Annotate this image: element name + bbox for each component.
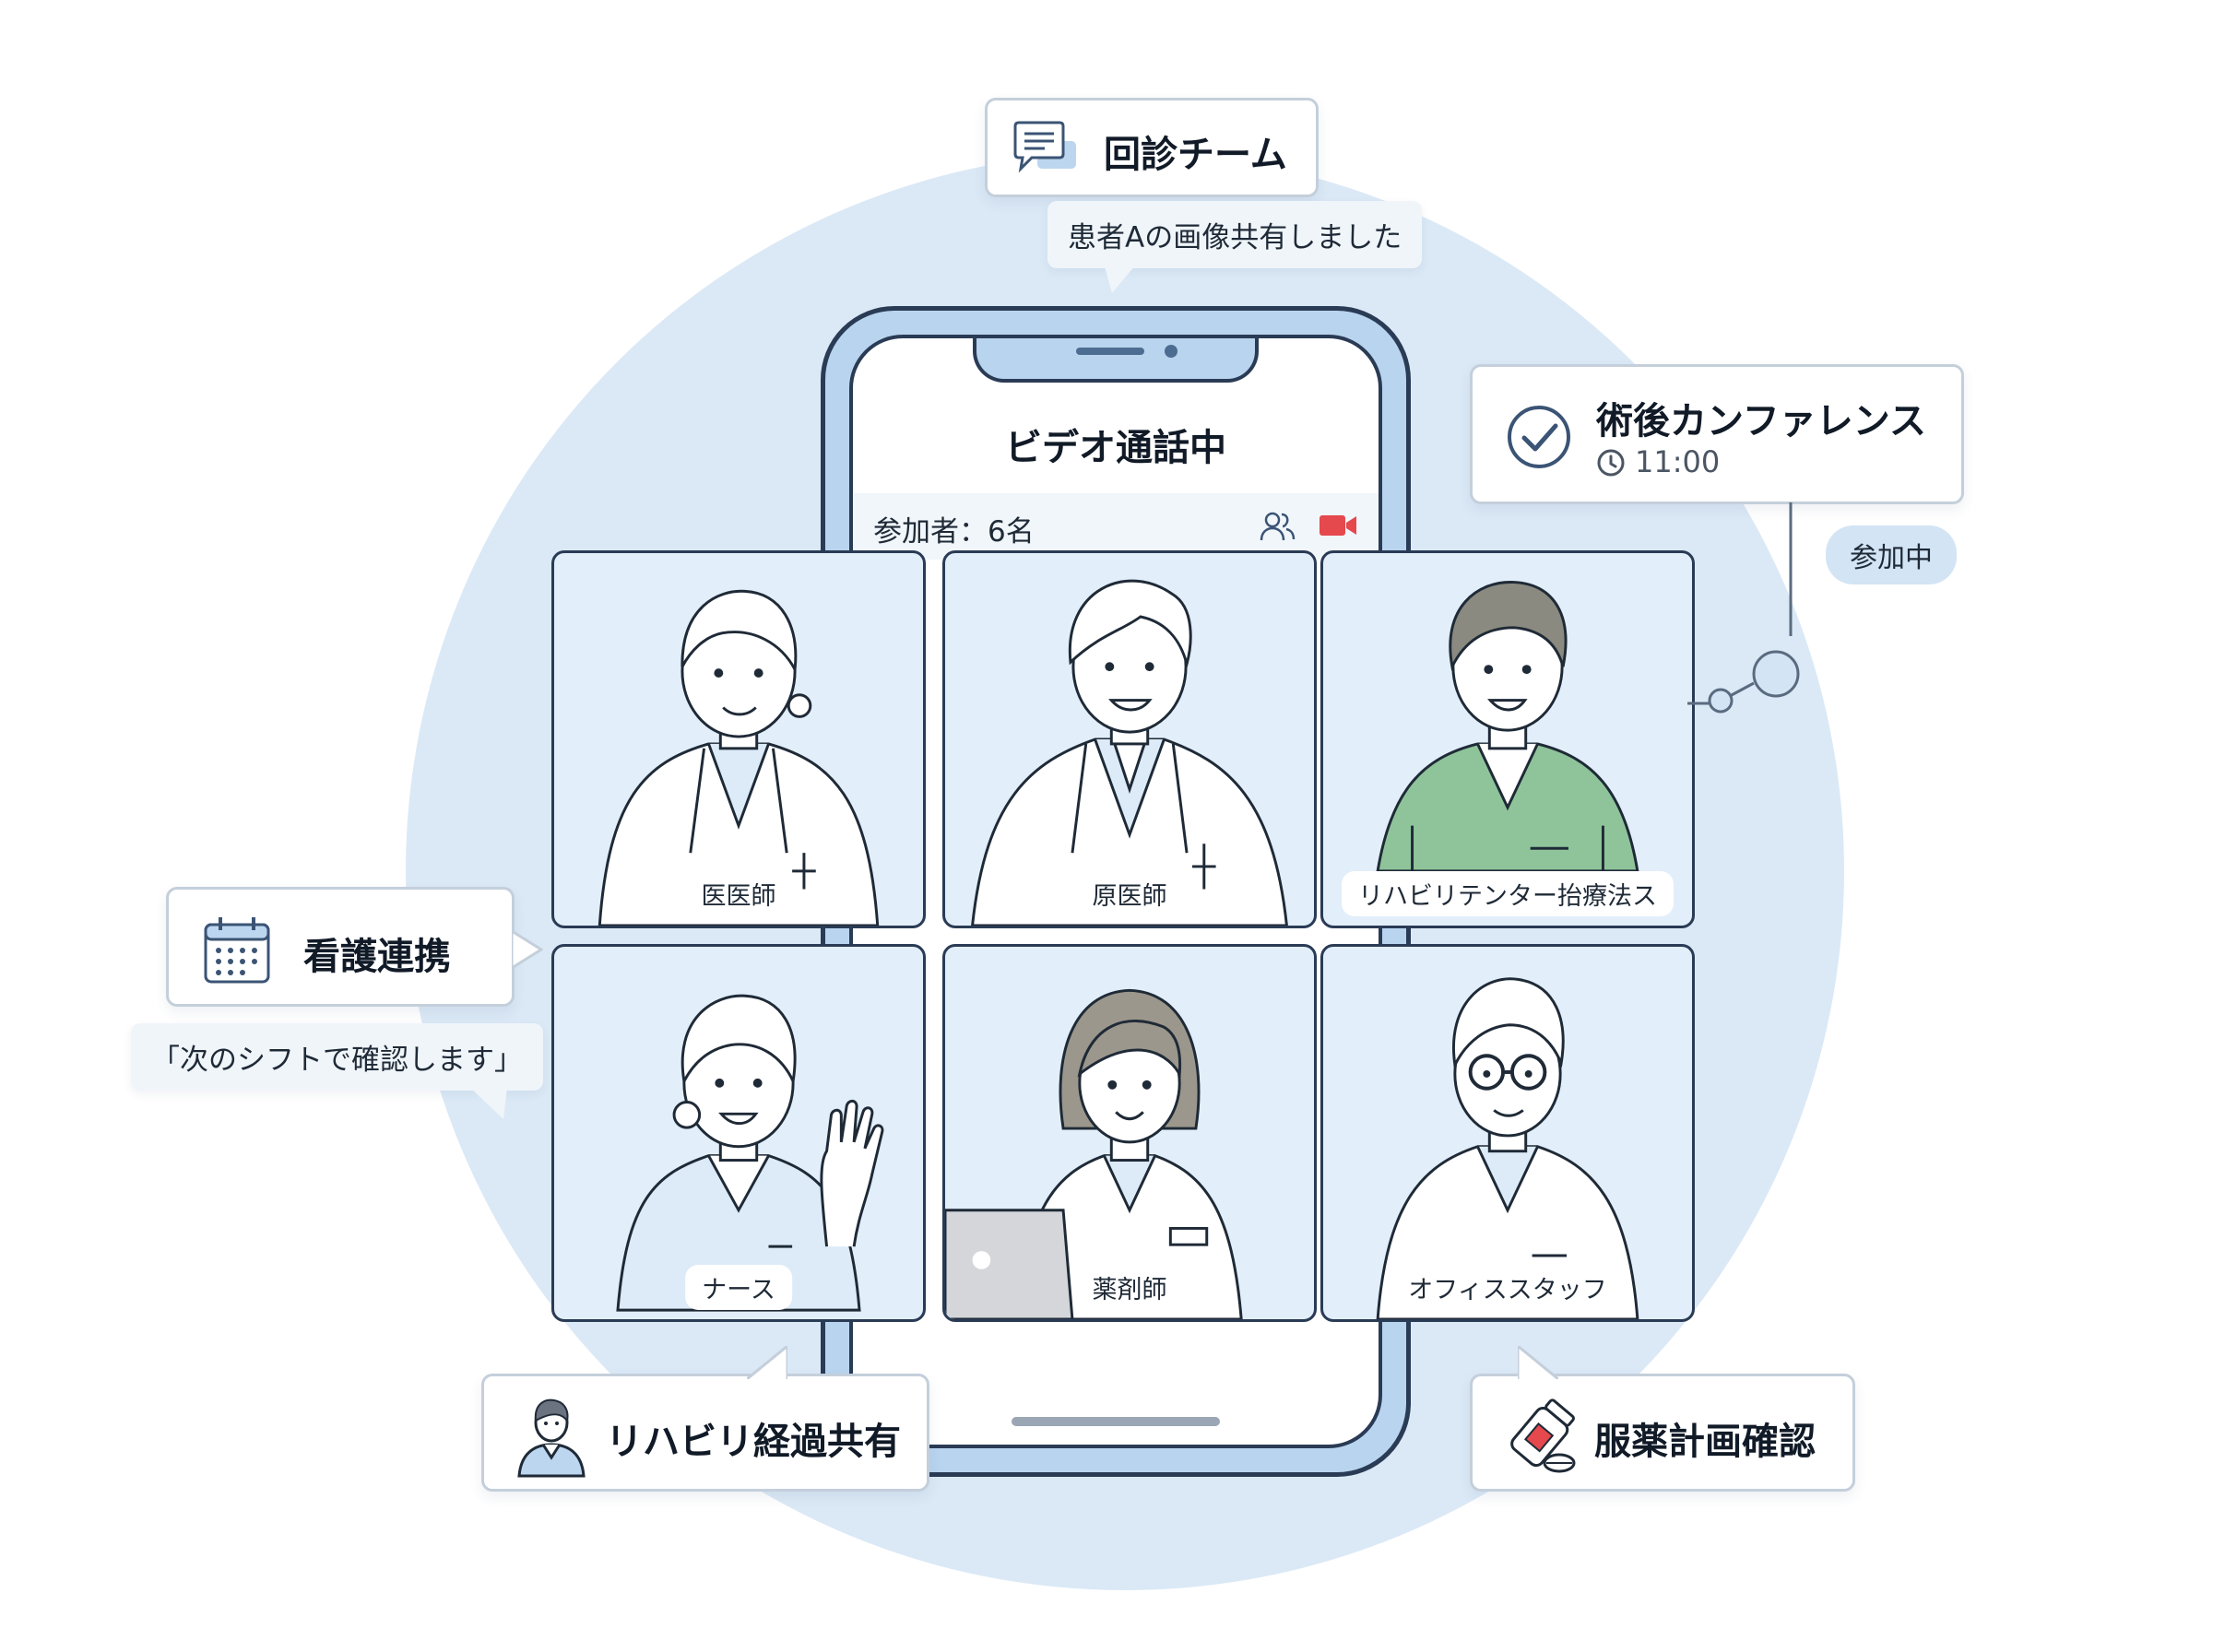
medication-title: 服薬計画確認 — [1594, 1421, 1816, 1463]
speaker-grille — [1076, 348, 1144, 355]
front-camera — [1165, 345, 1178, 358]
conference-status-pill: 参加中 — [1826, 525, 1957, 584]
calendar-icon — [204, 917, 270, 984]
call-status-title: ビデオ通話中 — [1005, 427, 1226, 469]
video-tile-nurse[interactable]: ナース — [551, 944, 926, 1322]
rounds-team-title: 回診チーム — [1104, 134, 1287, 176]
home-indicator — [1012, 1417, 1220, 1426]
doctor-avatar — [971, 579, 1288, 926]
participants-icon[interactable] — [1259, 510, 1296, 543]
participants-count: 参加者：6名 — [873, 515, 1035, 549]
participant-name: 原医師 — [1075, 871, 1184, 916]
callout-pointer — [512, 931, 543, 968]
conference-card[interactable]: 術後カンファレンス 11:00 — [1470, 364, 1964, 504]
clock-icon — [1597, 449, 1625, 477]
participants-bar: 参加者：6名 — [853, 493, 1379, 560]
participant-name: 薬剤師 — [1075, 1265, 1184, 1310]
conference-time: 11:00 — [1635, 444, 1721, 479]
rounds-team-message: 患者Aの画像共有しました — [1047, 201, 1423, 268]
bubble-tail — [470, 1088, 507, 1119]
participant-name: ナース — [685, 1265, 792, 1310]
video-tile-therapist[interactable]: リハビリテンター抬療法ス — [1320, 550, 1695, 928]
chat-icon — [1013, 121, 1076, 173]
doctor-avatar — [598, 589, 880, 926]
bubble-tail — [1103, 260, 1140, 293]
rehab-card[interactable]: リハビリ経過共有 — [481, 1374, 929, 1492]
video-tile-pharmacist[interactable]: 薬剤師 — [942, 944, 1317, 1322]
participant-name: 医医師 — [684, 871, 793, 916]
medication-card[interactable]: 服薬計画確認 — [1470, 1374, 1855, 1492]
staff-member-icon — [517, 1398, 586, 1478]
office-staff-avatar — [1376, 977, 1639, 1319]
therapist-avatar — [1376, 581, 1639, 873]
callout-pointer — [747, 1346, 787, 1379]
video-tile-doctor-1[interactable]: 医医師 — [551, 550, 926, 928]
nursing-card[interactable]: 看護連携 — [166, 887, 515, 1007]
participant-name: リハビリテンター抬療法ス — [1342, 871, 1674, 916]
connector-line — [1687, 502, 1800, 714]
conference-title: 術後カンファレンス — [1596, 400, 1926, 442]
check-circle-icon — [1508, 406, 1570, 468]
video-camera-icon[interactable] — [1318, 512, 1358, 539]
nurse-avatar — [616, 994, 884, 1312]
callout-pointer — [1518, 1346, 1558, 1379]
video-tile-doctor-2[interactable]: 原医師 — [942, 550, 1317, 928]
nursing-title: 看護連携 — [303, 936, 451, 978]
participant-name: オフィススタッフ — [1391, 1265, 1624, 1310]
rehab-title: リハビリ経過共有 — [606, 1421, 901, 1463]
medicine-bottle-icon — [1510, 1398, 1576, 1473]
nursing-message: 「次のシフトで確認します」 — [131, 1023, 543, 1091]
video-tile-office-staff[interactable]: オフィススタッフ — [1320, 944, 1695, 1322]
pharmacist-avatar — [945, 988, 1243, 1319]
rounds-team-card[interactable]: 回診チーム — [985, 98, 1319, 197]
phone-notch — [973, 338, 1259, 383]
